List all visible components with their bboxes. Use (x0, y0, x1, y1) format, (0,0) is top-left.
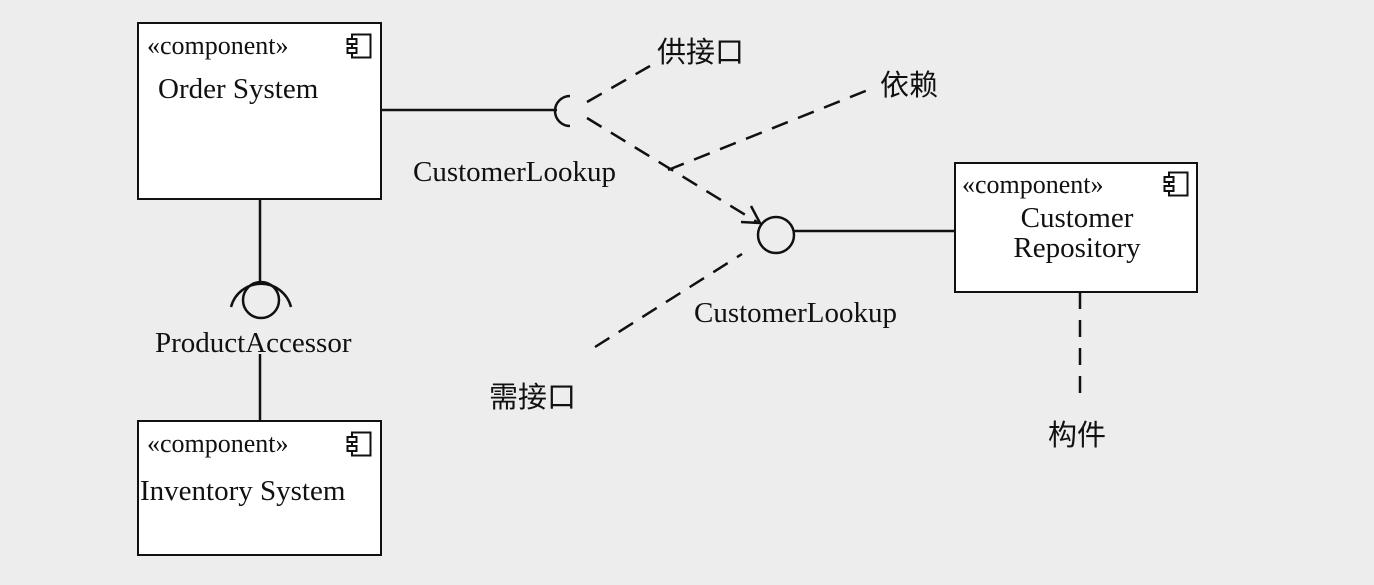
inventory-system-stereotype: «component» (147, 429, 289, 458)
inventory-system-box (137, 420, 382, 556)
customer-lookup-socket (553, 94, 571, 128)
customer-lookup-ball (756, 215, 796, 255)
required-interface-annotation: 需接口 (489, 380, 576, 414)
inventory-system-component[interactable]: «component» Inventory System (137, 420, 382, 556)
customer-repository-box (954, 162, 1198, 293)
inventory-system-name: Inventory System (140, 475, 346, 507)
customer-lookup-required-label: CustomerLookup (413, 156, 616, 188)
product-accessor-label: ProductAccessor (155, 327, 352, 359)
dependency-arrowhead (740, 205, 763, 225)
order-system-box (137, 22, 382, 200)
customer-repository-name-line1: Customer (1021, 202, 1134, 234)
dependency-arrow-line (586, 116, 758, 224)
customer-repository-stereotype: «component» (962, 170, 1104, 199)
customer-repository-component[interactable]: «component» Customer Repository (954, 162, 1198, 293)
provided-interface-annotation: 供接口 (657, 35, 744, 69)
order-system-component[interactable]: «component» Order System (137, 22, 382, 200)
customer-repository-name-line2: Repository (1013, 232, 1141, 264)
customer-lookup-provided-label: CustomerLookup (694, 297, 897, 329)
order-system-name: Order System (158, 73, 319, 105)
required-interface-leader (594, 252, 743, 349)
product-accessor-ball (241, 280, 281, 320)
product-accessor-socket (229, 282, 293, 308)
dependency-annotation: 依赖 (880, 68, 938, 102)
provided-interface-leader (586, 64, 651, 104)
dependency-leader (667, 86, 874, 172)
order-system-stereotype: «component» (147, 31, 289, 60)
component-annotation: 构件 (1048, 418, 1106, 452)
